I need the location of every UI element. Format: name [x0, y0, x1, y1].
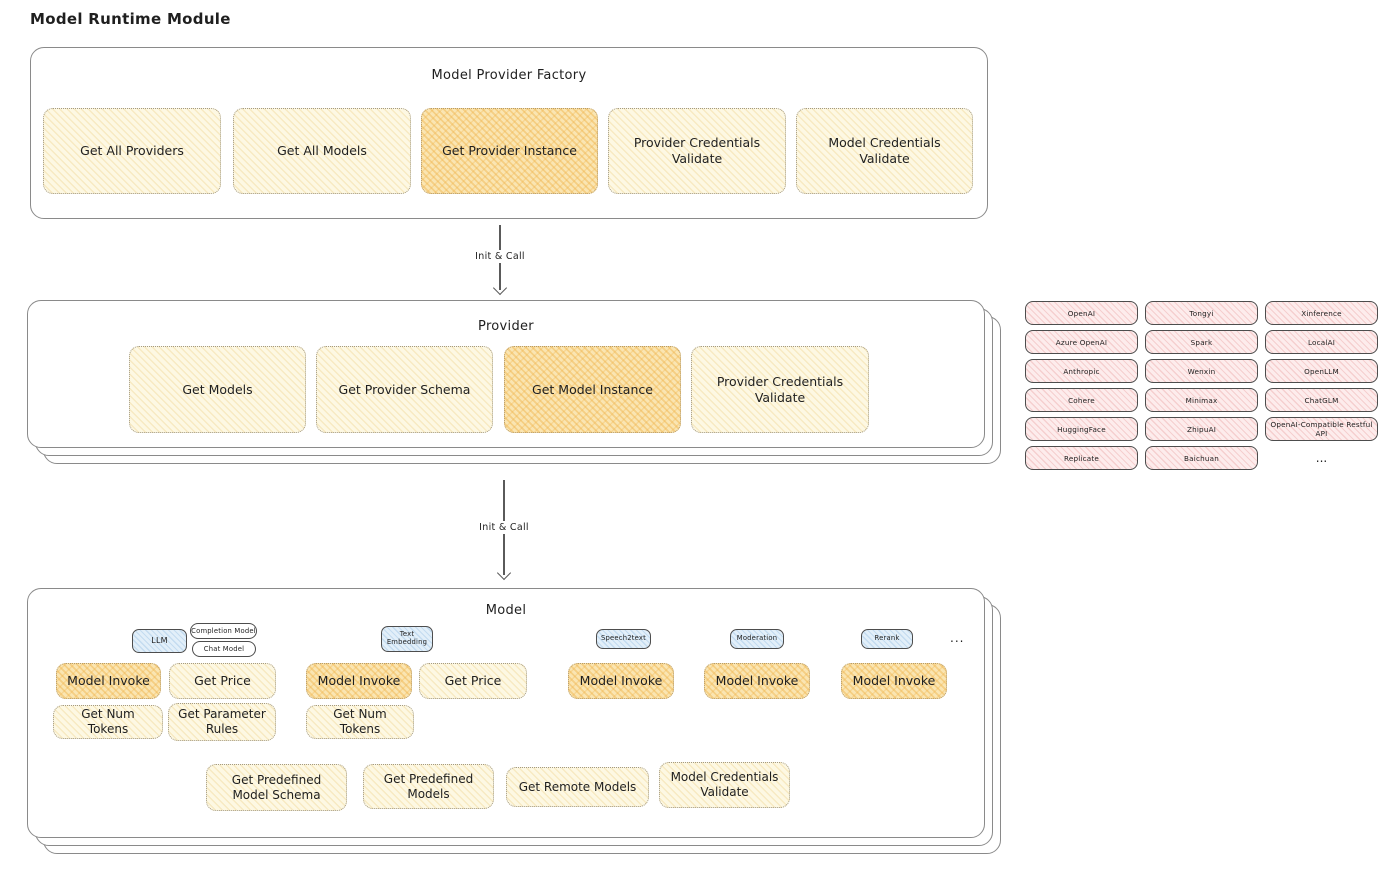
llm-get-price-node: Get Price — [169, 663, 276, 699]
provider-get-models-node: Get Models — [129, 346, 306, 433]
provider-chip-localai: LocalAI — [1265, 330, 1378, 354]
llm-tag: LLM — [132, 629, 187, 653]
completion-model-tag: Completion Model — [190, 623, 257, 639]
moderation-model-invoke-node: Model Invoke — [704, 663, 810, 699]
provider-chip-azure-openai: Azure OpenAI — [1025, 330, 1138, 354]
provider-chip-cohere: Cohere — [1025, 388, 1138, 412]
provider-chip-replicate: Replicate — [1025, 446, 1138, 470]
provider-chip-openai: OpenAI — [1025, 301, 1138, 325]
provider-chip-spark: Spark — [1145, 330, 1258, 354]
get-predefined-models-node: Get Predefined Models — [363, 764, 494, 809]
speech2text-tag: Speech2text — [596, 629, 651, 649]
model-credentials-validate-node: Model Credentials Validate — [659, 762, 790, 808]
provider-chip-wenxin: Wenxin — [1145, 359, 1258, 383]
diagram-title: Model Runtime Module — [30, 10, 231, 28]
provider-panel-title: Provider — [478, 319, 534, 334]
factory-panel-title: Model Provider Factory — [431, 68, 587, 83]
provider-chip-chatglm: ChatGLM — [1265, 388, 1378, 412]
provider-list-grid: OpenAI Tongyi Xinference Azure OpenAI Sp… — [1025, 301, 1378, 470]
provider-chip-huggingface: HuggingFace — [1025, 417, 1138, 441]
init-call-arrow-1-head — [492, 280, 508, 296]
llm-get-num-tokens-node: Get Num Tokens — [53, 705, 163, 739]
factory-get-all-providers-node: Get All Providers — [43, 108, 221, 194]
get-remote-models-node: Get Remote Models — [506, 767, 649, 807]
llm-model-invoke-node: Model Invoke — [56, 663, 161, 699]
provider-chip-tongyi: Tongyi — [1145, 301, 1258, 325]
provider-chip-zhipuai: ZhipuAI — [1145, 417, 1258, 441]
provider-provider-credentials-validate-node: Provider Credentials Validate — [691, 346, 869, 433]
llm-get-parameter-rules-node: Get Parameter Rules — [168, 703, 276, 741]
factory-get-provider-instance-node: Get Provider Instance — [421, 108, 598, 194]
embedding-model-invoke-node: Model Invoke — [306, 663, 412, 699]
provider-get-model-instance-node: Get Model Instance — [504, 346, 681, 433]
provider-chip-xinference: Xinference — [1265, 301, 1378, 325]
text-embedding-tag: Text Embedding — [381, 626, 433, 652]
init-call-arrow-2-label: Init & Call — [475, 521, 533, 534]
factory-get-all-models-node: Get All Models — [233, 108, 411, 194]
embedding-get-num-tokens-node: Get Num Tokens — [306, 705, 414, 739]
model-types-ellipsis: ... — [950, 631, 965, 645]
chat-model-tag: Chat Model — [192, 641, 256, 657]
provider-list-ellipsis: ... — [1315, 451, 1328, 465]
factory-provider-credentials-validate-node: Provider Credentials Validate — [608, 108, 786, 194]
factory-model-credentials-validate-node: Model Credentials Validate — [796, 108, 973, 194]
speech2text-model-invoke-node: Model Invoke — [568, 663, 674, 699]
model-panel-title: Model — [485, 603, 527, 618]
moderation-tag: Moderation — [730, 629, 784, 649]
provider-get-provider-schema-node: Get Provider Schema — [316, 346, 493, 433]
provider-chip-openai-compatible: OpenAI-Compatible Restful API — [1265, 417, 1378, 441]
rerank-model-invoke-node: Model Invoke — [841, 663, 947, 699]
provider-chip-baichuan: Baichuan — [1145, 446, 1258, 470]
provider-chip-openllm: OpenLLM — [1265, 359, 1378, 383]
embedding-get-price-node: Get Price — [419, 663, 527, 699]
rerank-tag: Rerank — [861, 629, 913, 649]
provider-panel: Provider Get Models Get Provider Schema … — [27, 300, 985, 448]
init-call-arrow-1-label: Init & Call — [471, 250, 529, 263]
provider-chip-minimax: Minimax — [1145, 388, 1258, 412]
init-call-arrow-2-head — [496, 565, 512, 581]
provider-chip-anthropic: Anthropic — [1025, 359, 1138, 383]
get-predefined-model-schema-node: Get Predefined Model Schema — [206, 764, 347, 811]
model-panel: Model LLM Completion Model Chat Model Mo… — [27, 588, 985, 838]
model-provider-factory-panel: Model Provider Factory Get All Providers… — [30, 47, 988, 219]
